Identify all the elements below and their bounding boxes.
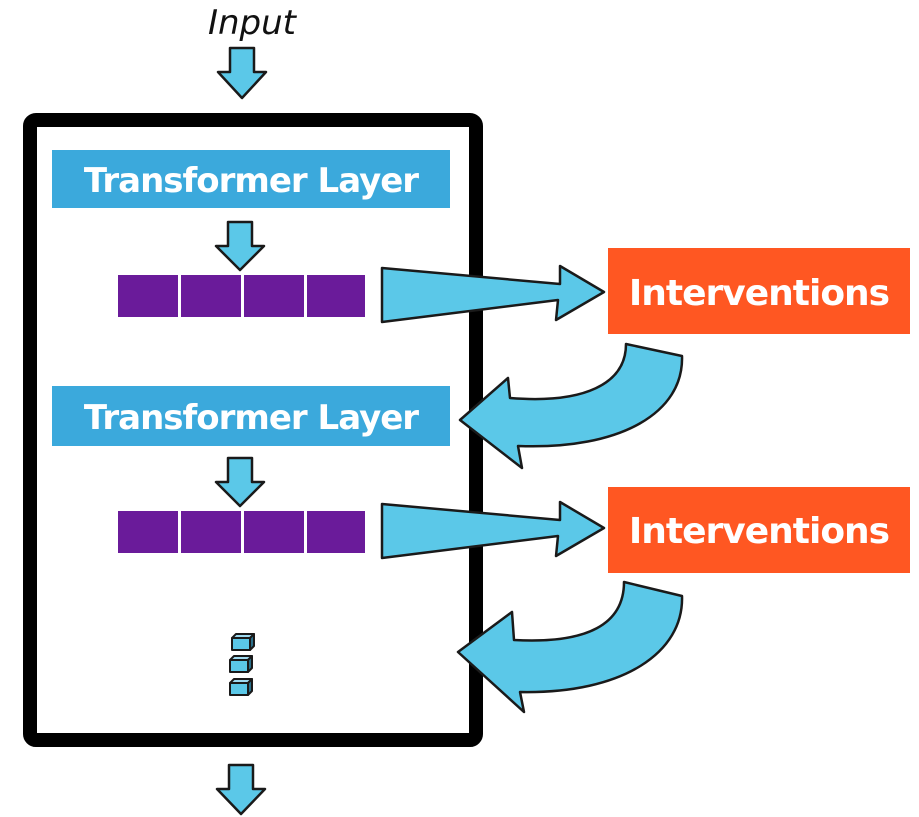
representation-cell	[244, 275, 304, 317]
input-label: Input	[208, 3, 298, 43]
stacked-blocks-ellipsis-icon	[229, 633, 255, 696]
layer-1-down-arrow	[214, 220, 266, 272]
return-arrow-1	[458, 342, 684, 470]
interventions-box-1: Interventions	[608, 248, 910, 334]
return-arrow-2	[456, 580, 684, 714]
to-interventions-arrow-2	[380, 500, 606, 560]
interventions-1-label: Interventions	[629, 273, 889, 314]
interventions-2-label: Interventions	[629, 511, 889, 552]
to-interventions-arrow-1	[380, 264, 606, 324]
transformer-layer-2-label: Transformer Layer	[84, 398, 419, 438]
representation-cell	[118, 511, 178, 553]
layer-2-down-arrow	[214, 456, 266, 508]
input-arrow	[216, 46, 268, 100]
transformer-layer-1: Transformer Layer	[52, 150, 450, 208]
interventions-box-2: Interventions	[608, 487, 910, 573]
transformer-layer-2: Transformer Layer	[52, 386, 450, 446]
representation-cell	[307, 511, 365, 553]
representation-row-1	[118, 275, 365, 317]
representation-cell	[181, 275, 241, 317]
representation-cell	[307, 275, 365, 317]
output-arrow	[215, 763, 267, 816]
transformer-layer-1-label: Transformer Layer	[84, 161, 419, 201]
representation-cell	[244, 511, 304, 553]
representation-cell	[181, 511, 241, 553]
representation-row-2	[118, 511, 365, 553]
representation-cell	[118, 275, 178, 317]
